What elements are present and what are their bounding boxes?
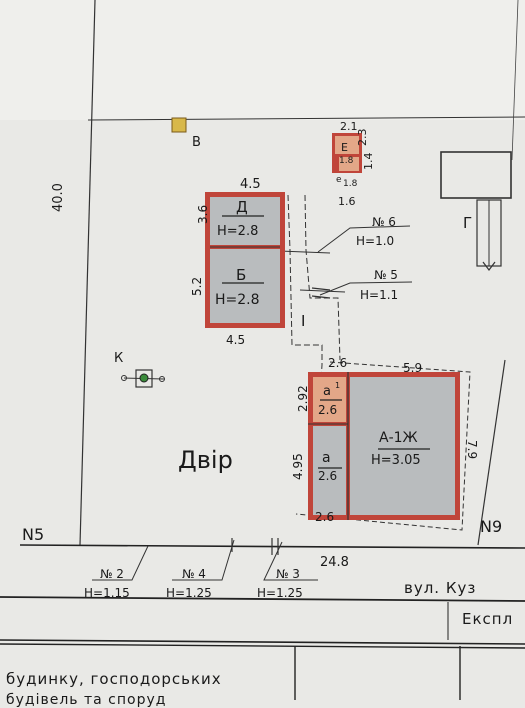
building-b-height: Н=2.8 [215, 292, 260, 308]
building-b [210, 249, 280, 323]
house-a-letter: А-1Ж [379, 430, 418, 446]
house-offset-line [295, 361, 471, 531]
fence-n2-height: Н=1.15 [84, 586, 130, 600]
well-k [135, 369, 153, 388]
fence-n4-height: Н=1.25 [166, 586, 212, 600]
dim-b-bottom: 4.5 [226, 333, 245, 347]
parcel-right-boundary [477, 359, 506, 546]
annex-a-letter: а [322, 450, 331, 466]
building-b-letter: Б [236, 266, 246, 284]
building-e-small-height: 1.8 [343, 179, 358, 189]
dim-e-right: 2.3 [356, 129, 369, 147]
dim-e-bottom: 1.6 [338, 195, 356, 208]
dim-a-left-upper: 2.92 [296, 385, 310, 412]
fence-n3-height: Н=1.25 [257, 586, 303, 600]
parcel-top-boundary [87, 116, 525, 121]
building-e-height: 1.8 [339, 156, 354, 166]
building-e-small-letter: е [336, 175, 342, 185]
street-name: вул. Куз [404, 579, 477, 597]
annex-a [313, 426, 346, 515]
fence-n3-label: № 3 [276, 567, 300, 581]
annex-a-height: 2.6 [318, 469, 337, 483]
dim-a-left-lower: 4.95 [291, 453, 305, 480]
footer-text-line1: будинку, господорських [6, 670, 222, 688]
footer-text-line2: будівель та споруд [6, 692, 167, 708]
dim-e-top: 2.1 [340, 120, 358, 133]
dim-a-top: 2.6 [328, 356, 347, 370]
dim-a-bottom: 2.6 [315, 510, 334, 524]
annex-a1-sup: 1 [335, 381, 340, 390]
parcel-left-boundary [79, 0, 96, 546]
yard-label: Двір [178, 446, 233, 474]
house-a [350, 377, 455, 515]
passage-roman-one: І [301, 312, 305, 330]
explication-label: Експл [462, 610, 514, 628]
dim-d-top: 4.5 [240, 177, 261, 192]
fence-n4-label: № 4 [182, 567, 206, 581]
street-line-lower [0, 596, 525, 602]
marker-b-letter: В [192, 135, 201, 150]
building-g-letter: Г [463, 214, 472, 232]
fence-n5-label: № 5 [374, 268, 398, 282]
building-e-letter: Е [341, 141, 348, 154]
dim-b-left: 5.2 [190, 277, 204, 296]
dim-left-side: 40.0 [51, 183, 66, 212]
dim-a-top-right: 5.9 [403, 361, 422, 375]
building-d [210, 197, 280, 245]
dim-e-right2: 1.4 [362, 153, 375, 171]
fence-n6-height: Н=1.0 [356, 234, 394, 248]
fence-n5-height: Н=1.1 [360, 288, 398, 302]
house-a-height: Н=3.05 [371, 453, 421, 468]
dim-d-left: 3.6 [196, 205, 210, 224]
fence-n6-label: № 6 [372, 215, 396, 229]
dim-bottom-total: 24.8 [320, 555, 349, 570]
building-e [335, 136, 359, 154]
building-e-small [339, 157, 359, 171]
fence-n2-label: № 2 [100, 567, 124, 581]
annex-a1-height: 2.6 [318, 403, 337, 417]
building-g-outline [440, 151, 512, 199]
marker-b [171, 117, 187, 133]
well-k-letter: К [114, 351, 123, 366]
annex-a1-letter: а [323, 384, 331, 399]
neighbor-right: N9 [480, 517, 502, 536]
neighbor-left: N5 [22, 525, 44, 544]
building-d-letter: Д [236, 198, 248, 216]
dim-a-right: 7.9 [465, 440, 479, 459]
building-d-height: Н=2.8 [217, 224, 258, 239]
